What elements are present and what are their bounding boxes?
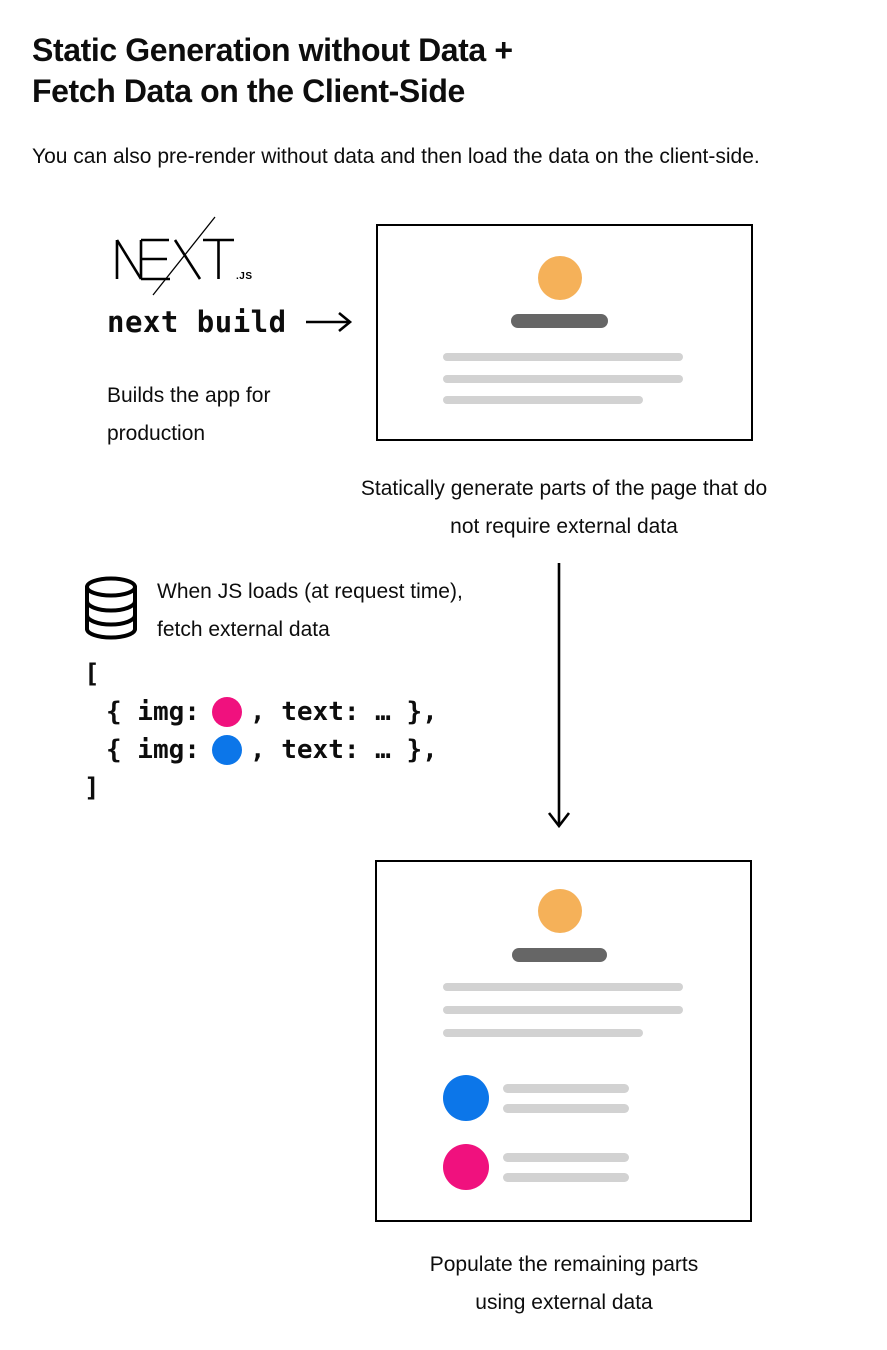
page-title: Static Generation without Data + Fetch D… — [32, 30, 513, 112]
text-line-placeholder — [443, 1006, 683, 1014]
right-arrow-icon — [305, 311, 352, 333]
populated-box-caption-line-1: Populate the remaining parts — [429, 1253, 699, 1276]
blue-item-image — [443, 1075, 489, 1121]
build-description-line-2: production — [107, 422, 206, 445]
blue-image-dot — [211, 735, 242, 765]
fetch-note-line-2: fetch external data — [157, 618, 330, 641]
static-box-caption-line-2: not require external data — [450, 515, 678, 538]
data-array-code: [ { img: , text: … }, { img: , text: … }… — [84, 655, 438, 807]
code-close-bracket: ] — [84, 773, 100, 803]
text-line-placeholder — [443, 983, 683, 991]
code-row-pink: { img: , text: … }, — [106, 693, 438, 731]
logo-js-suffix: .JS — [236, 271, 253, 282]
code-row-blue: { img: , text: … }, — [106, 731, 438, 769]
text-line-placeholder — [443, 353, 683, 361]
avatar-placeholder — [538, 889, 582, 933]
fetch-note: When JS loads (at request time), fetch e… — [157, 573, 463, 649]
nextjs-logo-icon: .JS — [115, 216, 253, 296]
build-description-line-1: Builds the app for — [107, 384, 271, 407]
populated-box-caption: Populate the remaining parts using exter… — [314, 1246, 814, 1322]
text-line-placeholder — [443, 375, 683, 383]
fetch-note-line-1: When JS loads (at request time), — [157, 580, 463, 603]
build-command-row: next build — [107, 305, 353, 339]
code-row-pink-post: , text: … }, — [249, 697, 438, 727]
title-line-2: Fetch Data on the Client-Side — [32, 73, 465, 109]
build-description: Builds the app for production — [107, 377, 270, 453]
populated-box-caption-line-2: using external data — [475, 1291, 653, 1314]
nextjs-logo: .JS — [103, 207, 255, 302]
item-text-placeholder — [503, 1153, 629, 1162]
static-box-caption-line-1: Statically generate parts of the page th… — [360, 477, 768, 500]
item-text-placeholder — [503, 1173, 629, 1182]
static-box-caption: Statically generate parts of the page th… — [314, 470, 814, 546]
title-line-1: Static Generation without Data + — [32, 32, 513, 68]
item-text-placeholder — [503, 1104, 629, 1113]
code-row-pink-pre: { img: — [106, 697, 200, 727]
pink-image-dot — [211, 697, 242, 727]
static-page-preview — [376, 224, 753, 441]
text-line-placeholder — [443, 1029, 643, 1037]
code-row-blue-post: , text: … }, — [249, 735, 438, 765]
code-row-blue-pre: { img: — [106, 735, 200, 765]
item-text-placeholder — [503, 1084, 629, 1093]
populated-page-preview — [375, 860, 752, 1222]
page-subtitle: You can also pre-render without data and… — [32, 145, 760, 168]
text-line-placeholder — [443, 396, 643, 404]
pink-item-image — [443, 1144, 489, 1190]
database-icon — [85, 576, 137, 640]
build-command: next build — [107, 305, 287, 339]
down-arrow-icon — [547, 563, 571, 829]
heading-placeholder — [511, 314, 608, 328]
code-open-bracket: [ — [84, 659, 100, 689]
avatar-placeholder — [538, 256, 582, 300]
heading-placeholder — [512, 948, 607, 962]
